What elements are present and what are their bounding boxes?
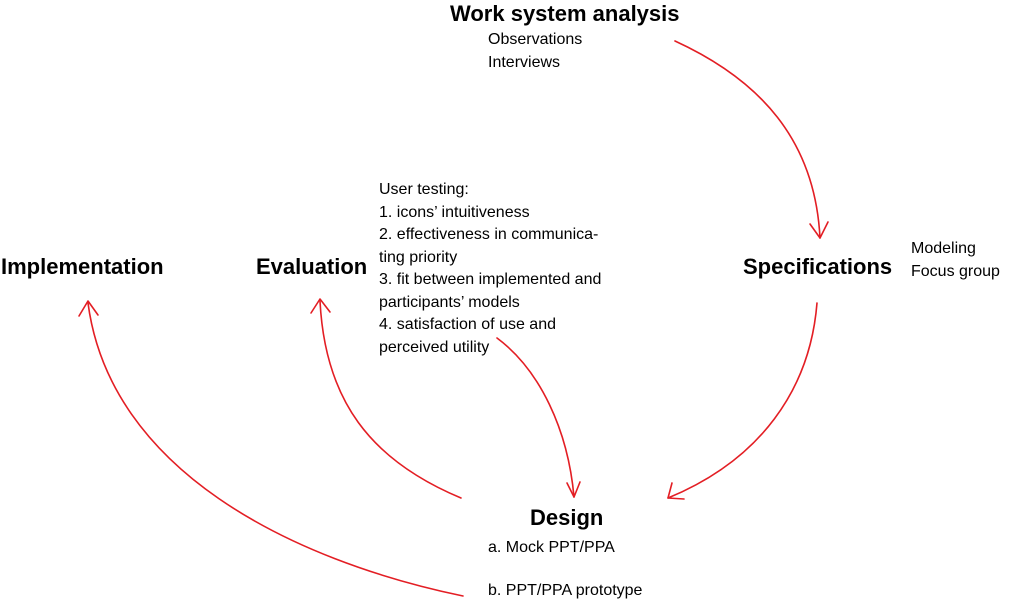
- arrow-analysis-to-specifications: [674, 40, 829, 239]
- note-line: participants’ models: [379, 293, 520, 311]
- note-line: ting priority: [379, 248, 458, 266]
- note-line: 4. satisfaction of use and: [379, 316, 556, 333]
- note-line: perceived utility: [379, 338, 490, 356]
- node-notes-specifications: Modeling Focus group: [911, 238, 1000, 283]
- node-title-specifications: Specifications: [743, 254, 893, 279]
- note-line: 2. effectiveness in communica-: [379, 226, 599, 243]
- node-title-work-system-analysis: Work system analysis: [450, 1, 680, 26]
- node-title-design: Design: [530, 505, 604, 530]
- note-line: Focus group: [911, 262, 1000, 280]
- arrow-specifications-to-design: [667, 302, 818, 500]
- note-line: 1. icons’ intuitiveness: [379, 203, 530, 221]
- note-line: 3. fit between implemented and: [379, 271, 602, 288]
- node-notes-work-system-analysis: Observations Interviews: [488, 29, 582, 74]
- arrow-design-to-implementation: [78, 300, 464, 597]
- node-title-implementation: Implementation: [1, 254, 164, 279]
- node-note-design-prototype: b. PPT/PPA prototype: [488, 582, 643, 599]
- note-line: User testing:: [379, 181, 469, 198]
- note-line: Modeling: [911, 240, 976, 257]
- node-notes-evaluation: User testing: 1. icons’ intuitiveness 2.…: [379, 179, 601, 359]
- note-line: Interviews: [488, 53, 561, 71]
- arrow-design-to-evaluation: [310, 298, 462, 499]
- node-title-evaluation: Evaluation: [256, 254, 368, 279]
- note-line: Observations: [488, 31, 583, 48]
- node-note-design-mock: a. Mock PPT/PPA: [488, 539, 615, 556]
- arrow-evaluation-to-design: [496, 337, 581, 498]
